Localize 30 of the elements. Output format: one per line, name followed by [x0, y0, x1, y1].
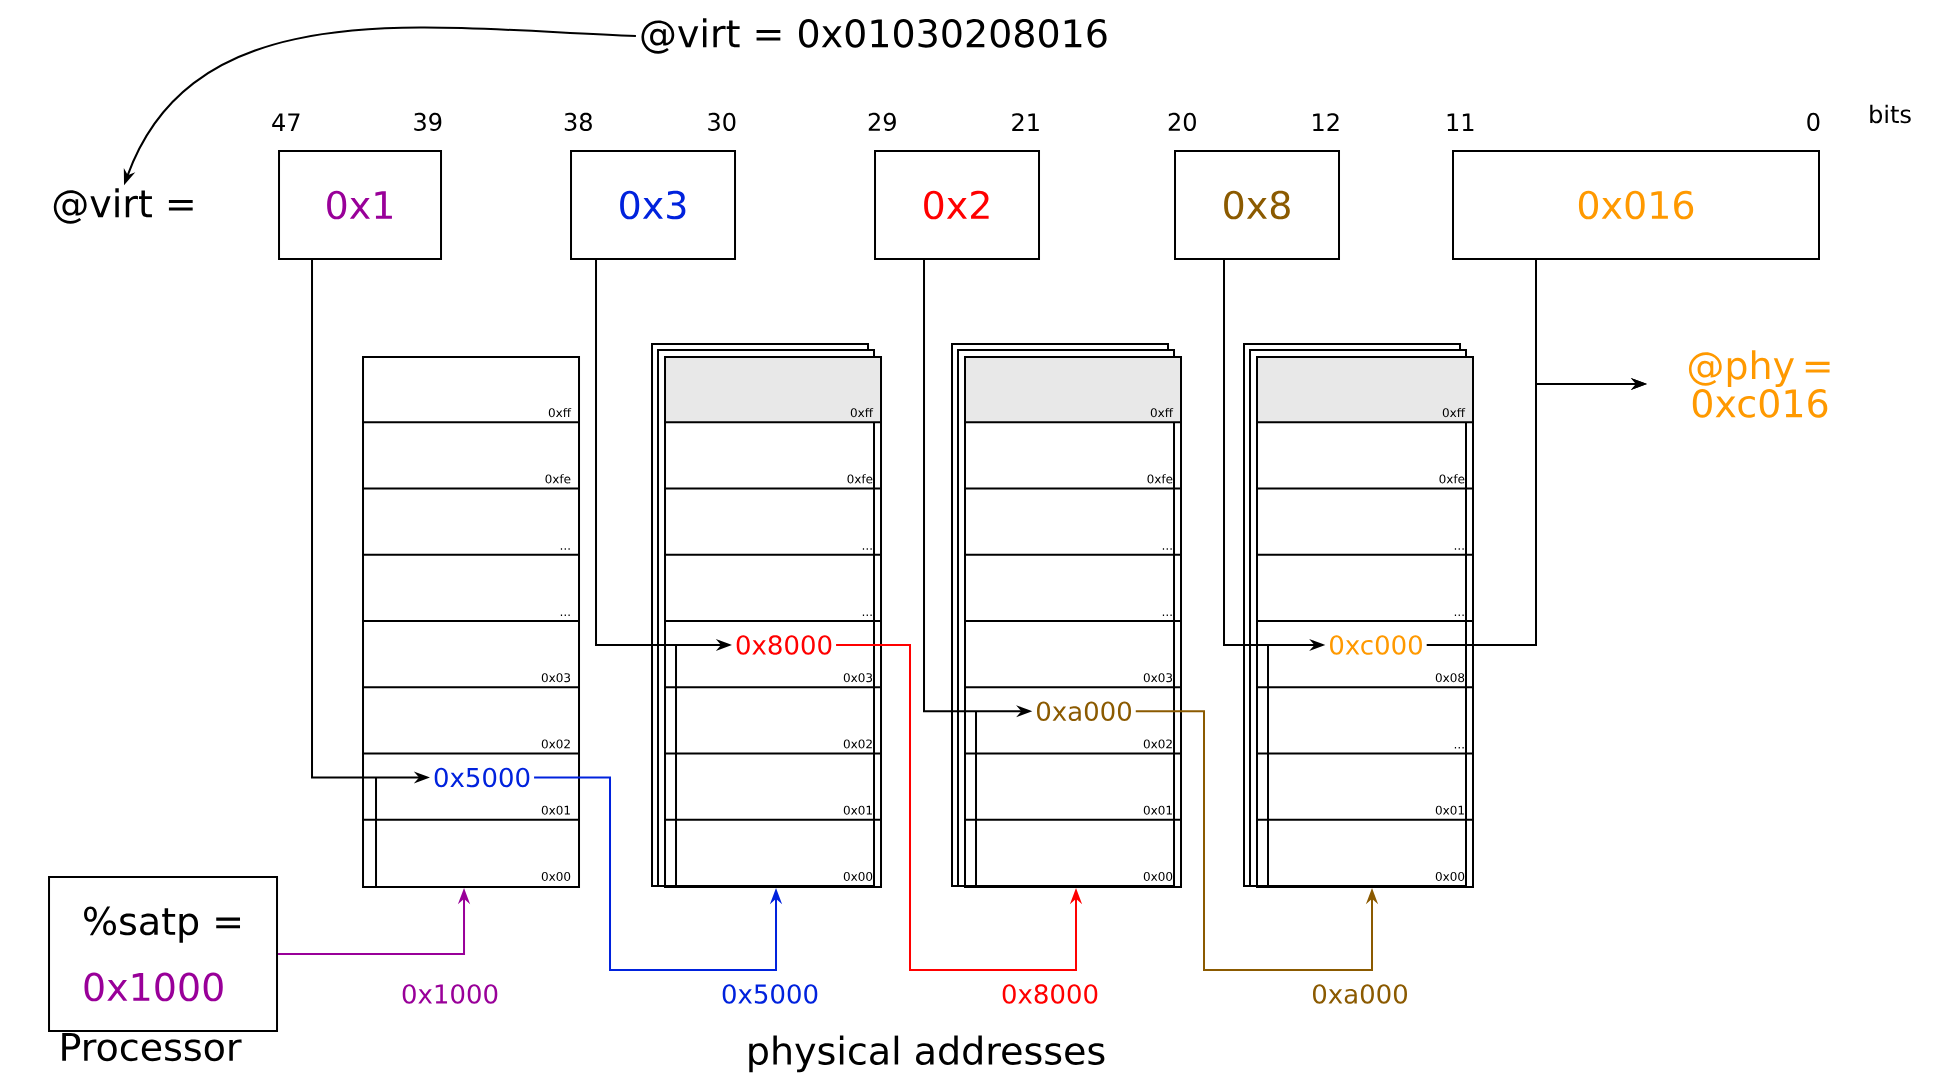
entry-text: 0xc000	[1330, 635, 1422, 655]
bit-number: 21	[1012, 113, 1039, 131]
bit-number: 39	[414, 112, 442, 131]
bit-number: 11	[1447, 113, 1474, 131]
entry-text: 0x5000	[434, 767, 530, 788]
result-text: @phy = 0xc016	[1688, 350, 1830, 418]
bit-number: 0	[1807, 112, 1820, 131]
bit-field-box: 0x8	[1174, 150, 1340, 260]
edge-label: 0x1000	[398, 982, 502, 1006]
edge-label: 0xa000	[1309, 982, 1411, 1006]
entry-text: 0x8000	[736, 635, 832, 655]
bit-field-box: 0x1	[278, 150, 442, 260]
address-text: @virt = 0x01030208016	[641, 18, 1107, 54]
caption: physical addresses	[749, 1035, 1105, 1073]
bit-number: 38	[564, 112, 592, 131]
bit-number: 47	[272, 113, 300, 131]
edge-label: 0x8000	[998, 982, 1102, 1006]
bit-number: 12	[1313, 113, 1339, 131]
bit-field-box: 0x2	[874, 150, 1040, 260]
edge-label: 0x5000	[718, 982, 822, 1006]
unit-label: bits	[1870, 104, 1911, 124]
register-label: Processor	[62, 1033, 242, 1062]
bit-number: 29	[868, 112, 896, 131]
bit-field-box: 0x3	[570, 150, 736, 260]
bit-number: 30	[708, 112, 736, 131]
entry-text: 0xa000	[1037, 701, 1131, 722]
register-box: %satp = 0x1000	[48, 876, 278, 1032]
bit-number: 20	[1168, 112, 1196, 131]
address-text: @virt =	[53, 188, 193, 224]
bit-field-box: 0x016	[1452, 150, 1820, 260]
